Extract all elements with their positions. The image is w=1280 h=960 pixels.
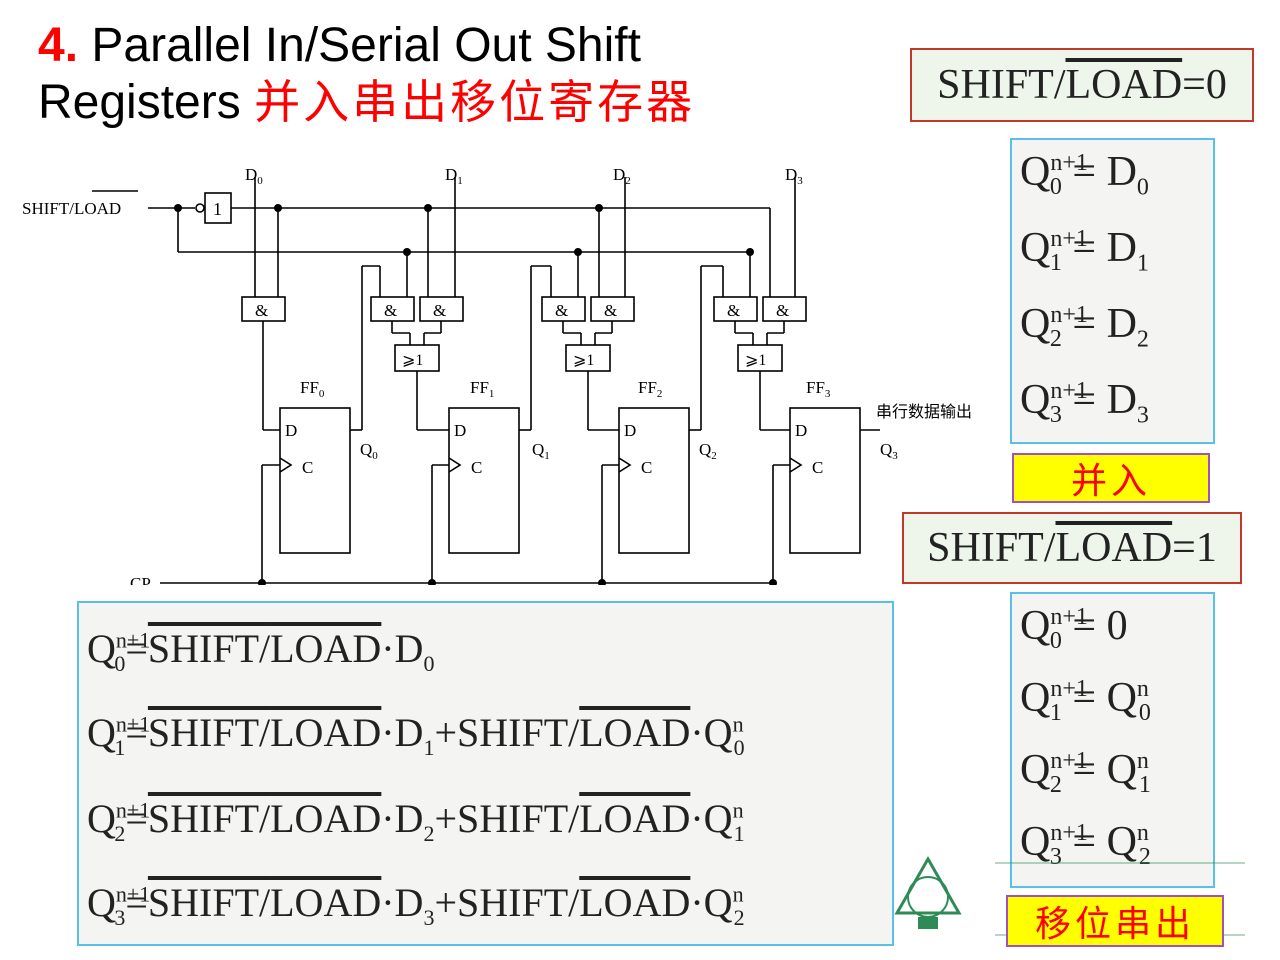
general-eq-1: Qn+11=SHIFT/LOAD·D1+SHIFT/LOAD·Qn0 <box>87 710 745 760</box>
general-eq-2: Qn+12=SHIFT/LOAD·D2+SHIFT/LOAD·Qn1 <box>87 796 745 846</box>
parallel-in-badge: 并入 <box>1012 453 1210 503</box>
ff0-d-pin: D <box>285 421 297 440</box>
mode-shift-suffix: =1 <box>1172 525 1217 571</box>
mode-shift-box: SHIFT/LOAD=1 <box>902 512 1242 584</box>
or-gate-2: ⩾1 <box>573 352 594 369</box>
shift-eq-0: Qn+10 = 0 <box>1020 603 1128 655</box>
circuit-diagram: SHIFT/LOAD CP 1 串行数据输出 D0 D1 D2 D3 & & &… <box>22 165 972 585</box>
title-line1: Parallel In/Serial Out Shift <box>91 19 641 72</box>
d1-input-label: D1 <box>445 165 463 187</box>
q3-output-label: Q3 <box>880 440 898 462</box>
q2-output-label: Q2 <box>699 440 717 462</box>
mode-shift-bar: LOAD <box>1055 525 1173 571</box>
title-chinese: 并入串出移位寄存器 <box>254 75 696 129</box>
or-gate-1: ⩾1 <box>402 352 423 369</box>
and-gate-1a: & <box>384 301 397 320</box>
mode-load-prefix: SHIFT/ <box>937 62 1066 108</box>
ff3-label: FF3 <box>806 378 831 400</box>
ff3-c-pin: C <box>812 458 823 477</box>
q0-output-label: Q0 <box>360 440 378 462</box>
load-eq-3: Qn+13 = D3 <box>1020 377 1149 429</box>
load-eq-0: Qn+10 = D0 <box>1020 149 1149 201</box>
cp-label: CP <box>130 574 151 585</box>
shift-equations-box: Qn+10 = 0 Qn+11 = Qn0 Qn+12 = Qn1 Qn+13 … <box>1010 592 1215 888</box>
not-gate-label: 1 <box>213 199 222 219</box>
ff1-d-pin: D <box>454 421 466 440</box>
ff1-label: FF1 <box>470 378 494 400</box>
serial-output-label: 串行数据输出 <box>876 403 972 421</box>
page-title: 4. Parallel In/Serial Out Shift Register… <box>38 18 695 131</box>
mode-load-suffix: =0 <box>1182 62 1227 108</box>
and-gate-2a: & <box>555 301 568 320</box>
load-eq-1: Qn+11 = D1 <box>1020 225 1149 277</box>
mode-load-box: SHIFT/LOAD=0 <box>910 48 1254 122</box>
d2-input-label: D2 <box>613 165 631 187</box>
ff0-c-pin: C <box>302 458 313 477</box>
mode-load-bar: LOAD <box>1065 62 1183 108</box>
ff2-d-pin: D <box>624 421 636 440</box>
shift-eq-2: Qn+12 = Qn1 <box>1020 747 1151 799</box>
ff3-d-pin: D <box>795 421 807 440</box>
d0-input-label: D0 <box>245 165 263 187</box>
title-number: 4. <box>38 19 79 72</box>
shift-eq-1: Qn+11 = Qn0 <box>1020 675 1151 727</box>
q1-output-label: Q1 <box>532 440 550 462</box>
load-equations-box: Qn+10 = D0 Qn+11 = D1 Qn+12 = D2 Qn+13 =… <box>1010 138 1215 444</box>
shift-load-input-label: SHIFT/LOAD <box>22 199 121 218</box>
mode-shift-prefix: SHIFT/ <box>927 525 1056 571</box>
general-eq-0: Qn+10=SHIFT/LOAD·D0 <box>87 626 435 676</box>
shift-eq-3: Qn+13 = Qn2 <box>1020 819 1151 871</box>
and-gate-0a: & <box>255 301 268 320</box>
and-gate-3b: & <box>776 301 789 320</box>
and-gate-3a: & <box>727 301 740 320</box>
ff2-c-pin: C <box>641 458 652 477</box>
university-logo-icon <box>894 855 962 929</box>
and-gate-2b: & <box>604 301 617 320</box>
shift-serial-out-badge: 移位串出 <box>1006 895 1224 947</box>
ff1-c-pin: C <box>471 458 482 477</box>
general-equations-box: Qn+10=SHIFT/LOAD·D0 Qn+11=SHIFT/LOAD·D1+… <box>77 601 894 946</box>
ff0-label: FF0 <box>300 378 325 400</box>
and-gate-1b: & <box>433 301 446 320</box>
d3-input-label: D3 <box>785 165 803 187</box>
load-eq-2: Qn+12 = D2 <box>1020 301 1149 353</box>
general-eq-3: Qn+13=SHIFT/LOAD·D3+SHIFT/LOAD·Qn2 <box>87 880 745 930</box>
or-gate-3: ⩾1 <box>745 352 766 369</box>
ff2-label: FF2 <box>638 378 662 400</box>
title-line2: Registers <box>38 76 241 129</box>
